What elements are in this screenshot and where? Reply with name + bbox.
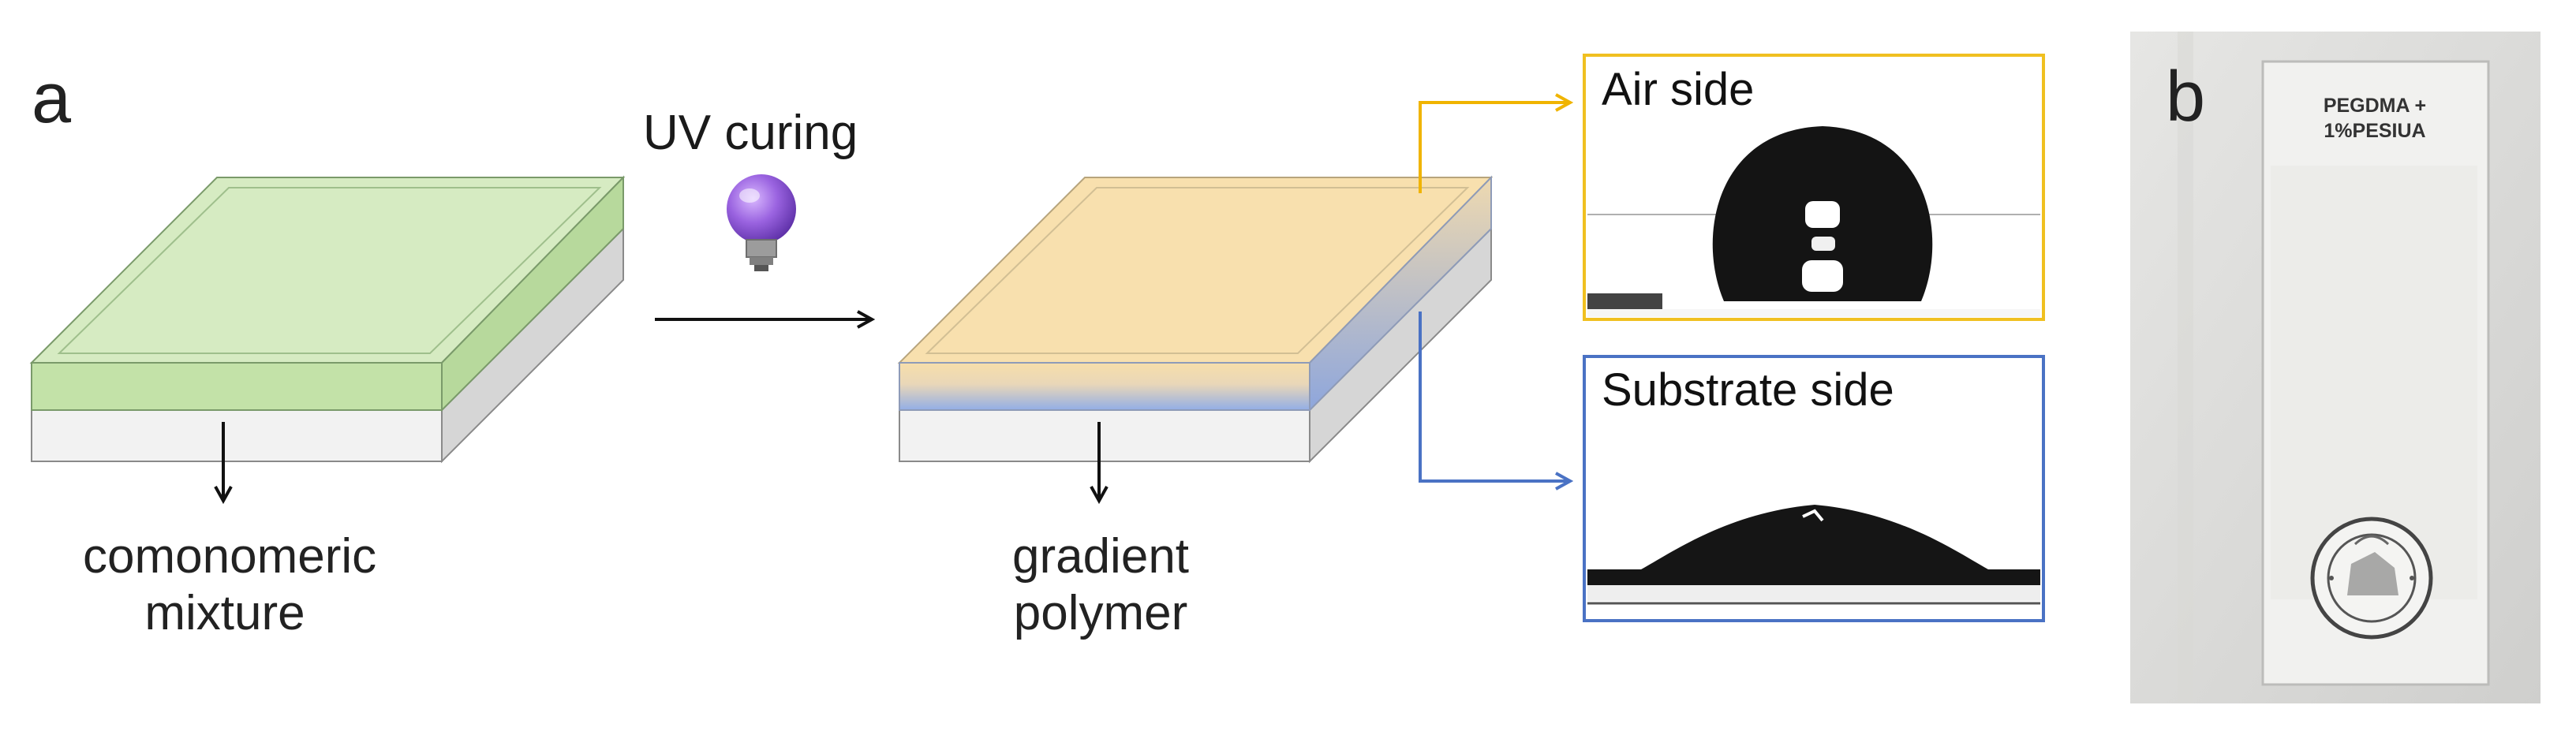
air-side-image [1583,54,2045,321]
monomer-caption: comonomeric mixture [83,528,377,642]
uv-curing-label: UV curing [643,106,858,160]
polymer-caption: gradient polymer [959,528,1243,642]
polymer-slab [897,175,1494,464]
air-side-connector [1419,103,1570,193]
sample-label-line1: PEGDMA + [2323,95,2427,117]
monomer-layer-front [31,362,443,411]
air-side-title: Air side [1602,64,1755,115]
sample-label: PEGDMA + 1%PESIUA [2280,93,2469,144]
substrate-side-title: Substrate side [1602,364,1894,416]
substrate-side-connector [1419,312,1570,481]
lightbulb-icon [727,174,796,271]
sample-photo [2130,32,2540,703]
polymer-layer-side [1309,175,1492,412]
polymer-caption-line1: gradient [1011,529,1190,584]
substrate-front [31,409,443,462]
panel-b-letter: b [2166,58,2206,136]
substrate-side-image [1583,355,2045,622]
polymer-caption-line2: polymer [1013,586,1188,640]
substrate-front-2 [899,409,1310,462]
panel-a-letter: a [32,59,72,138]
monomer-layer-side [441,175,624,412]
polymer-layer-front [899,362,1310,411]
monomer-caption-line1: comonomeric [83,529,377,584]
monomer-caption-line2: mixture [144,586,305,640]
university-seal [2310,517,2433,640]
sample-label-line2: 1%PESIUA [2324,120,2426,142]
monomer-slab [29,175,626,464]
